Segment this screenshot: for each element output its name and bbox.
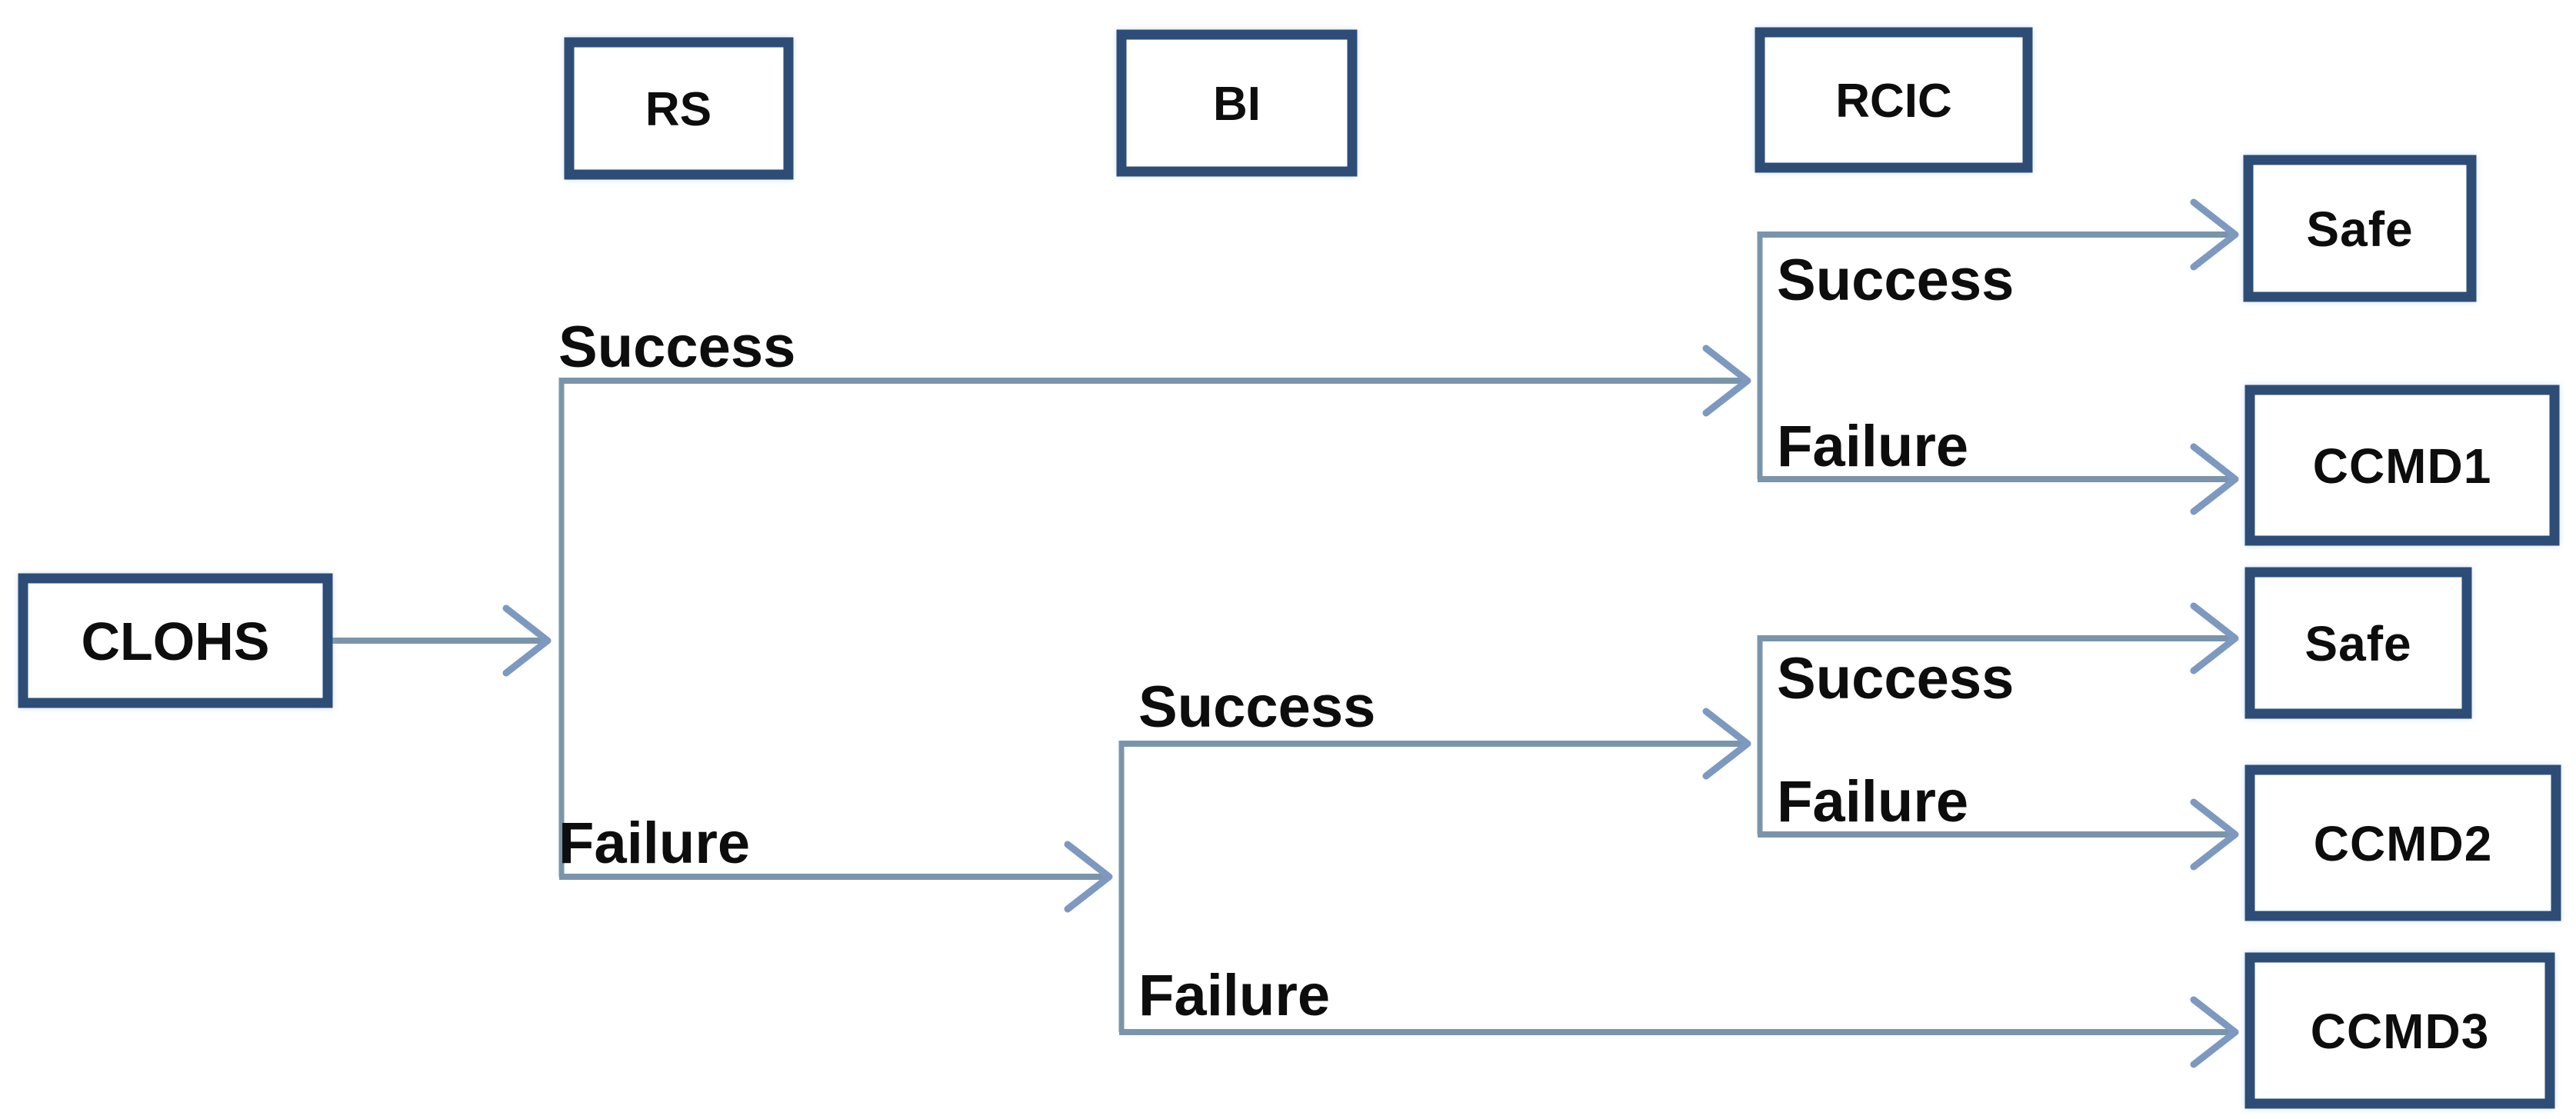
rcic2-failure-label: Failure bbox=[1777, 769, 1968, 834]
rs-failure-label: Failure bbox=[558, 811, 750, 876]
ccmd3-box bbox=[2244, 952, 2555, 1109]
safe-2-label: Safe bbox=[2304, 616, 2411, 671]
bi-box bbox=[1116, 29, 1358, 177]
outcome-node-safe-2: Safe bbox=[2244, 567, 2472, 719]
outcome-node-ccmd1: CCMD1 bbox=[2244, 385, 2560, 546]
rs-success-label: Success bbox=[558, 315, 795, 380]
header-node-bi: BI bbox=[1116, 29, 1358, 177]
rcic-box bbox=[1755, 27, 2033, 173]
rcic-box-label: RCIC bbox=[1835, 75, 1952, 128]
header-node-rcic: RCIC bbox=[1755, 27, 2033, 173]
outcome-node-ccmd2: CCMD2 bbox=[2244, 764, 2561, 921]
ccmd2-label: CCMD2 bbox=[2314, 816, 2493, 871]
rcic1-failure-label: Failure bbox=[1777, 414, 1968, 479]
header-node-rs: RS bbox=[564, 37, 794, 180]
rs-box-label: RS bbox=[645, 83, 711, 136]
bi-box-label: BI bbox=[1213, 78, 1261, 131]
ccmd1-label: CCMD1 bbox=[2313, 438, 2492, 494]
ccmd1-box bbox=[2244, 385, 2560, 546]
bi-success-label: Success bbox=[1138, 674, 1375, 740]
clohs-box-label: CLOHS bbox=[82, 611, 270, 671]
safe-1-box bbox=[2243, 155, 2477, 302]
safe-2-box bbox=[2244, 567, 2472, 719]
rcic2-success-label: Success bbox=[1777, 646, 2014, 711]
rs-box bbox=[564, 37, 794, 180]
ccmd2-box bbox=[2244, 764, 2561, 921]
bi-failure-label: Failure bbox=[1138, 963, 1330, 1028]
rcic1-success-label: Success bbox=[1777, 248, 2014, 313]
clohs-box bbox=[18, 573, 333, 708]
initiating-event-node: CLOHS bbox=[18, 573, 333, 708]
safe-1-label: Safe bbox=[2306, 201, 2413, 257]
outcome-node-safe-1: Safe bbox=[2243, 155, 2477, 302]
outcome-node-ccmd3: CCMD3 bbox=[2244, 952, 2555, 1109]
ccmd3-label: CCMD3 bbox=[2311, 1004, 2490, 1059]
